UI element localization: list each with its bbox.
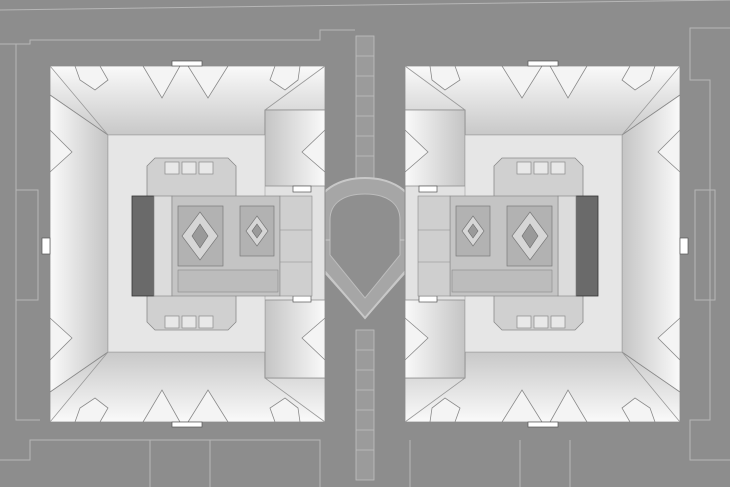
- central-path: [355, 35, 375, 481]
- central-plaza-inner: [329, 193, 401, 299]
- central-path-joints: [356, 55, 374, 451]
- west-building: [41, 60, 326, 428]
- east-building: [404, 60, 689, 428]
